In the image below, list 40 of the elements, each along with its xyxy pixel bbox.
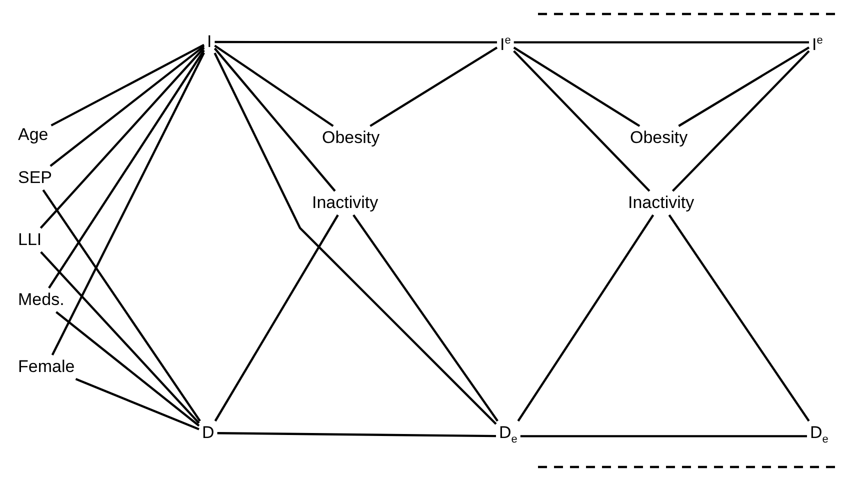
connector-line (668, 214, 810, 422)
connector-line (514, 41, 809, 44)
connector-line (42, 189, 201, 422)
connector-line (50, 45, 205, 167)
variable-label: Inactivity (312, 193, 378, 212)
connector-line (672, 50, 810, 192)
connector-line (51, 52, 205, 356)
variable-label: I (207, 32, 212, 51)
variable-label: I$^{e}$ (500, 34, 511, 54)
connector-line (48, 50, 205, 289)
connector-line (352, 214, 498, 422)
connector-line (40, 47, 205, 229)
variable-label: Female (18, 357, 75, 376)
variable-label: Age (18, 125, 48, 144)
variable-label: Inactivity (628, 193, 694, 212)
variable-label: D$_{e}$ (499, 423, 518, 442)
variable-label: D (202, 423, 214, 442)
connector-line (75, 378, 200, 430)
connector-line (513, 46, 640, 127)
connector-line (214, 214, 339, 422)
connector-line (56, 311, 200, 427)
connector-line (217, 432, 496, 438)
connector-line (50, 44, 205, 126)
variable-label: Obesity (630, 128, 688, 147)
connector-line (513, 50, 650, 192)
variable-label: SEP (18, 168, 52, 187)
connector-line (520, 435, 807, 438)
connector-line (214, 52, 497, 425)
connector-line (214, 48, 336, 192)
variable-label: Meds. (18, 290, 64, 309)
connector-line (40, 251, 200, 424)
connector-line (517, 214, 654, 422)
variable-label: Obesity (322, 128, 380, 147)
connector-line (214, 40, 497, 44)
connector-line (370, 46, 498, 127)
connector-line (678, 46, 810, 127)
connector-line (214, 44, 334, 127)
variable-label: I$^{e}$ (812, 34, 823, 54)
variable-label: LLI (18, 230, 42, 249)
variable-label: D$_{e}$ (810, 423, 828, 442)
